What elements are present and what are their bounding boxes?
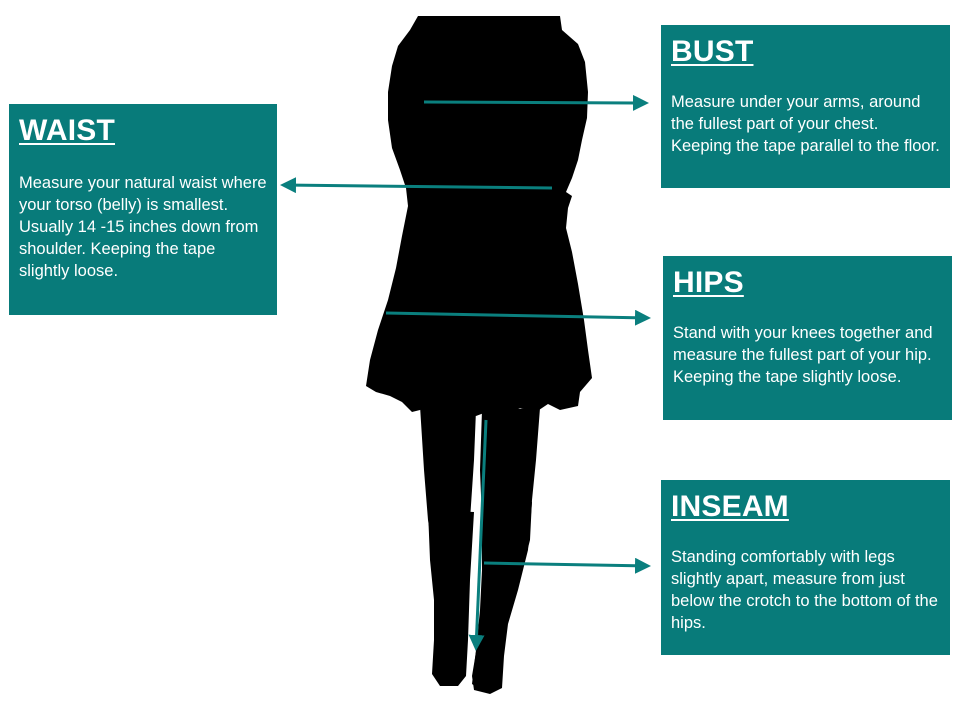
waist-text: Measure your natural waist where your to… xyxy=(19,174,267,280)
hips-title: HIPS xyxy=(673,266,744,299)
bust-card: BUST Measure under your arms, around the… xyxy=(661,25,950,188)
inseam-card: INSEAM Standing comfortably with legs sl… xyxy=(661,480,950,655)
inseam-text: Standing comfortably with legs slightly … xyxy=(671,548,938,632)
bust-title: BUST xyxy=(671,35,754,68)
waist-title: WAIST xyxy=(19,114,115,147)
inseam-title: INSEAM xyxy=(671,490,789,523)
hips-text: Stand with your knees together and measu… xyxy=(673,324,933,386)
waist-card: WAIST Measure your natural waist where y… xyxy=(9,104,277,315)
bust-text: Measure under your arms, around the full… xyxy=(671,93,940,155)
hips-card: HIPS Stand with your knees together and … xyxy=(663,256,952,420)
